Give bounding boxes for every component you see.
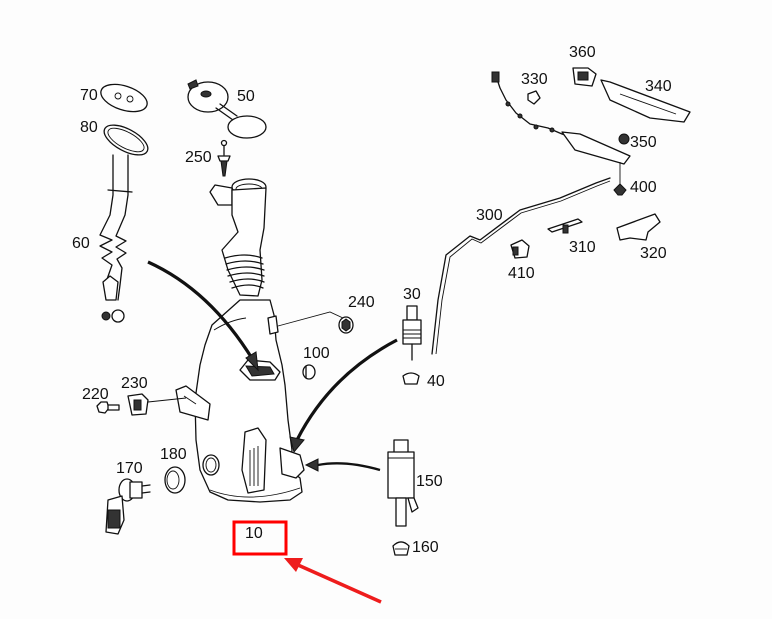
callout-230[interactable]: 230 [121, 375, 148, 392]
callout-150[interactable]: 150 [416, 473, 443, 490]
callout-350[interactable]: 350 [630, 134, 657, 151]
callout-360[interactable]: 360 [569, 44, 596, 61]
highlight-arrow [297, 563, 382, 604]
part-100-plug[interactable] [302, 364, 316, 380]
part-30-pump[interactable] [402, 305, 422, 361]
part-330-clip[interactable] [527, 90, 541, 105]
callout-160[interactable]: 160 [412, 539, 439, 556]
callout-80[interactable]: 80 [80, 119, 98, 136]
callout-220[interactable]: 220 [82, 386, 109, 403]
callout-60[interactable]: 60 [72, 235, 90, 252]
callout-340[interactable]: 340 [645, 78, 672, 95]
highlight-box [232, 520, 288, 556]
part-220-bolt[interactable] [96, 401, 120, 414]
callout-300[interactable]: 300 [476, 207, 503, 224]
part-360-holder[interactable] [572, 67, 597, 87]
part-150-pump[interactable] [387, 439, 419, 527]
part-230-clip-nut[interactable] [127, 393, 149, 416]
part-410-connector[interactable] [510, 239, 530, 259]
part-harness-top[interactable] [491, 71, 631, 165]
part-80-gasket[interactable] [100, 119, 153, 161]
callout-250[interactable]: 250 [185, 149, 212, 166]
callout-320[interactable]: 320 [640, 245, 667, 262]
callout-50[interactable]: 50 [237, 88, 255, 105]
reservoir-bellows [224, 254, 265, 289]
part-70-cover-plate[interactable] [97, 79, 150, 117]
part-320-bracket[interactable] [616, 213, 661, 241]
assembly-arrows [147, 260, 398, 472]
callout-30[interactable]: 30 [403, 286, 421, 303]
leader-lines [147, 311, 344, 403]
callout-10[interactable]: 10 [245, 525, 263, 542]
callout-70[interactable]: 70 [80, 87, 98, 104]
part-10-washer-reservoir[interactable] [175, 178, 305, 503]
callout-170[interactable]: 170 [116, 460, 143, 477]
part-160-grommet[interactable] [392, 541, 410, 556]
part-300-hose-line[interactable] [431, 177, 611, 355]
part-310-clip[interactable] [547, 218, 583, 234]
callout-240[interactable]: 240 [348, 294, 375, 311]
part-170-level-sensor[interactable] [105, 478, 151, 535]
callout-310[interactable]: 310 [569, 239, 596, 256]
highlight-annotation: 10 [232, 520, 382, 604]
part-350-grommet[interactable] [618, 133, 630, 145]
part-50-filler-cap[interactable] [187, 79, 267, 139]
callout-330[interactable]: 330 [521, 71, 548, 88]
callout-labels: 70 80 60 50 250 240 100 220 230 180 170 … [72, 44, 672, 556]
callout-410[interactable]: 410 [508, 265, 535, 282]
part-400-nozzle[interactable] [613, 162, 627, 196]
highlight-arrow-head [284, 558, 303, 572]
part-40-grommet[interactable] [402, 372, 420, 385]
callout-180[interactable]: 180 [160, 446, 187, 463]
part-340-cover-trim[interactable] [600, 79, 691, 123]
part-240-nut[interactable] [338, 316, 354, 334]
part-60-hose-set[interactable] [99, 154, 133, 323]
part-250-push-rivet[interactable] [217, 139, 231, 177]
callout-100[interactable]: 100 [303, 345, 330, 362]
part-180-grommet[interactable] [164, 466, 186, 494]
callout-40[interactable]: 40 [427, 373, 445, 390]
callout-400[interactable]: 400 [630, 179, 657, 196]
